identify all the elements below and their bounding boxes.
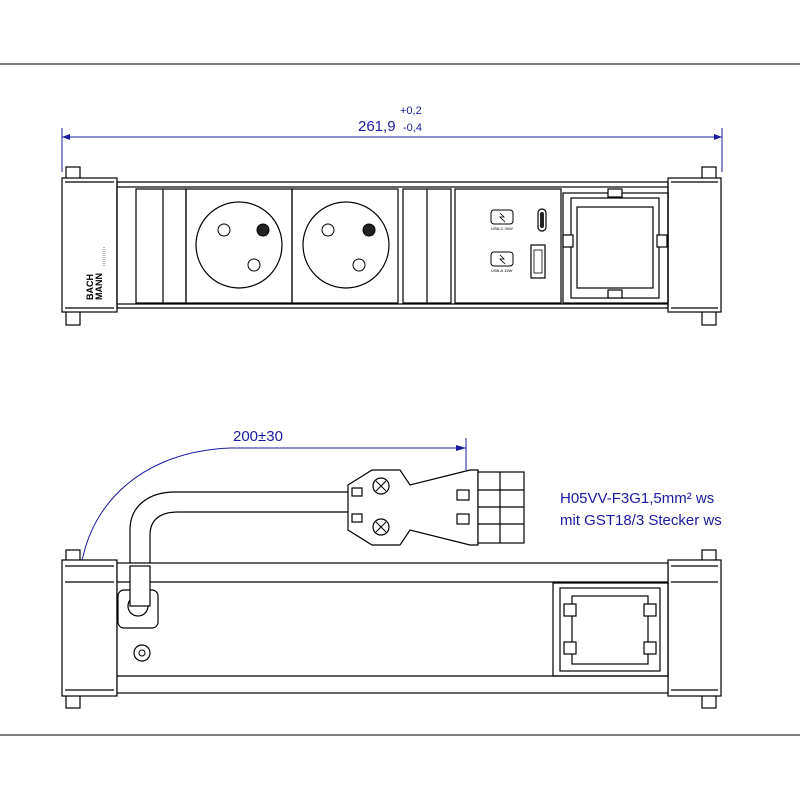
socket-face-2	[302, 201, 390, 289]
insert-module-bottom	[552, 582, 669, 677]
bottom-right-end-cap	[667, 559, 722, 697]
gst18-connector	[347, 469, 525, 546]
brand-line2: MANN	[94, 273, 104, 300]
right-end-cap	[667, 177, 722, 313]
cable-note-line2: mit GST18/3 Stecker ws	[560, 512, 722, 529]
overall-dimension-value: 261,9	[358, 118, 396, 135]
cable-note-line1: H05VV-F3G1,5mm² ws	[560, 490, 714, 507]
top-view: 261,9 +0,2 -0,4 BACH MANN	[61, 105, 723, 326]
cable	[129, 491, 348, 598]
cable-dimension-value: 200±30	[233, 428, 283, 445]
usb-port2-label: USB-A 15W	[491, 268, 513, 273]
overall-dimension-tol-upper: +0,2	[400, 105, 422, 117]
left-end-cap	[61, 177, 118, 313]
brand-line1: BACH	[85, 274, 95, 300]
blank-module-right	[402, 188, 452, 304]
insert-module-top	[562, 188, 669, 304]
bottom-left-end-cap	[61, 559, 118, 697]
cable-gland	[117, 565, 159, 662]
usb-module: USB-C 30W USB-A 15W	[454, 188, 562, 304]
overall-dimension-tol-lower: -0,4	[403, 122, 422, 134]
socket-face-1	[195, 201, 283, 289]
usb-port1-label: USB-C 30W	[491, 226, 513, 231]
brand-label: BACH MANN	[85, 246, 105, 300]
overall-dimension: 261,9 +0,2 -0,4	[61, 105, 723, 172]
french-socket-2	[291, 188, 399, 304]
bottom-view: 200±30 H05VV-F3G1,5mm² ws mit GST18/3 St…	[61, 428, 722, 709]
